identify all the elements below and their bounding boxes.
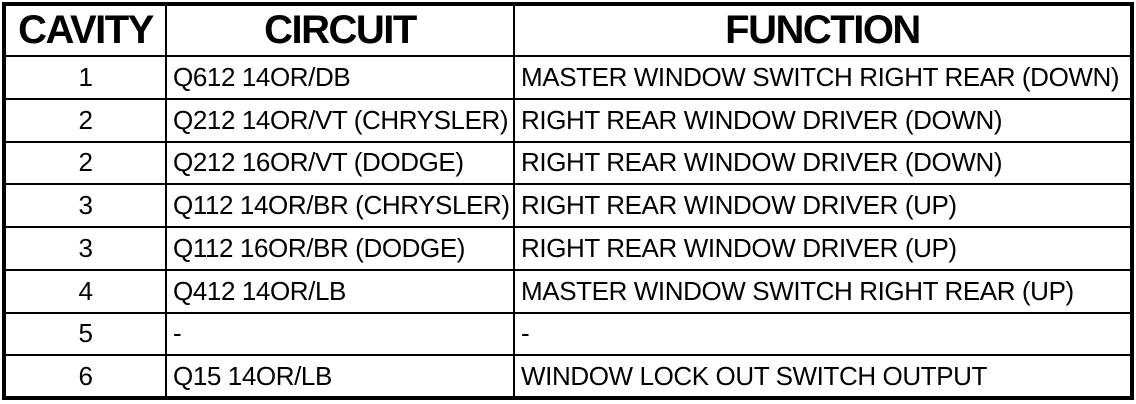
table-row: 5 - -: [3, 311, 1133, 357]
circuit-cell: Q212 14OR/VT (CHRYSLER): [165, 97, 515, 143]
circuit-cell: Q612 14OR/DB: [165, 55, 515, 100]
table-body: 1 Q612 14OR/DB MASTER WINDOW SWITCH RIGH…: [3, 55, 1133, 399]
cavity-cell: 1: [3, 55, 167, 100]
column-header-cavity: CAVITY: [3, 3, 167, 57]
function-cell: RIGHT REAR WINDOW DRIVER (DOWN): [513, 97, 1133, 143]
circuit-cell: Q212 16OR/VT (DODGE): [165, 140, 515, 186]
cavity-cell: 5: [3, 311, 167, 357]
circuit-cell: Q112 14OR/BR (CHRYSLER): [165, 183, 515, 228]
table-row: 2 Q212 16OR/VT (DODGE) RIGHT REAR WINDOW…: [3, 140, 1133, 186]
table-row: 3 Q112 16OR/BR (DODGE) RIGHT REAR WINDOW…: [3, 226, 1133, 271]
column-header-circuit: CIRCUIT: [165, 3, 515, 57]
table-row: 3 Q112 14OR/BR (CHRYSLER) RIGHT REAR WIN…: [3, 183, 1133, 228]
table-header-row: CAVITY CIRCUIT FUNCTION: [3, 3, 1133, 57]
column-header-function: FUNCTION: [513, 3, 1133, 57]
circuit-cell: Q412 14OR/LB: [165, 268, 515, 314]
table-row: 6 Q15 14OR/LB WINDOW LOCK OUT SWITCH OUT…: [3, 354, 1133, 399]
cavity-cell: 2: [3, 97, 167, 143]
function-cell: RIGHT REAR WINDOW DRIVER (UP): [513, 183, 1133, 228]
function-cell: MASTER WINDOW SWITCH RIGHT REAR (UP): [513, 268, 1133, 314]
function-cell: MASTER WINDOW SWITCH RIGHT REAR (DOWN): [513, 55, 1133, 100]
function-cell: WINDOW LOCK OUT SWITCH OUTPUT: [513, 354, 1133, 399]
function-cell: RIGHT REAR WINDOW DRIVER (UP): [513, 226, 1133, 271]
cavity-cell: 6: [3, 354, 167, 399]
table-row: 2 Q212 14OR/VT (CHRYSLER) RIGHT REAR WIN…: [3, 97, 1133, 143]
table-row: 1 Q612 14OR/DB MASTER WINDOW SWITCH RIGH…: [3, 55, 1133, 100]
function-cell: -: [513, 311, 1133, 357]
circuit-cell: Q112 16OR/BR (DODGE): [165, 226, 515, 271]
cavity-cell: 4: [3, 268, 167, 314]
cavity-cell: 3: [3, 183, 167, 228]
circuit-cell: Q15 14OR/LB: [165, 354, 515, 399]
cavity-cell: 3: [3, 226, 167, 271]
function-cell: RIGHT REAR WINDOW DRIVER (DOWN): [513, 140, 1133, 186]
table-row: 4 Q412 14OR/LB MASTER WINDOW SWITCH RIGH…: [3, 268, 1133, 314]
circuit-cell: -: [165, 311, 515, 357]
cavity-cell: 2: [3, 140, 167, 186]
